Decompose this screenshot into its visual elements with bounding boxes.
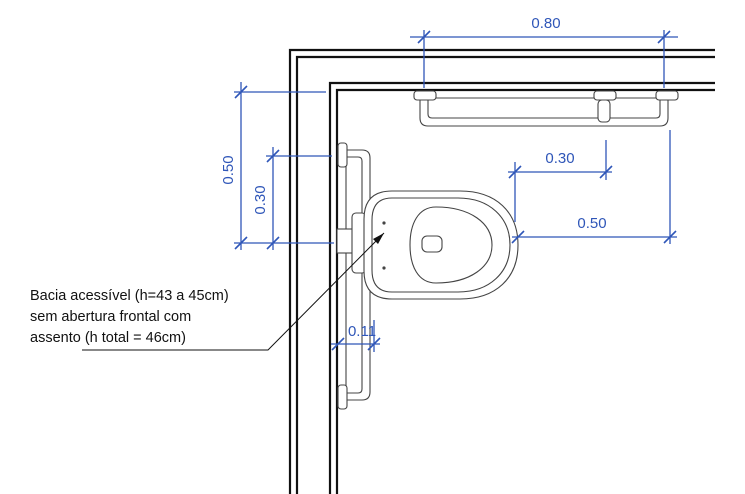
note-leader [82,232,385,351]
flush-valve [597,99,611,123]
leader-line [82,232,385,351]
toilet-bowl-outline [363,190,519,300]
top-bar-body [419,97,669,127]
top-bar-inner-line [427,98,661,119]
dim-label-050-vertical: 0.50 [220,155,237,184]
tick-011-left [331,337,345,351]
dimension-left-inner: 0.30 [252,147,332,250]
toilet-seat-line [371,197,511,293]
tick-011-right [367,337,381,351]
tick-030-top [266,149,280,163]
inner-wall-face-line [335,88,715,494]
toilet-note: Bacia acessível (h=43 a 45cm) sem abertu… [30,288,229,346]
side-bar-inner-line [346,156,363,394]
note-line-2: sem abertura frontal com [30,309,191,325]
tick-030-bottom [266,236,280,250]
note-line-3: assento (h total = 46cm) [30,330,186,346]
dimension-toilet-to-valve: 0.30 [508,140,613,222]
tick-080-left [417,30,431,44]
tick-030-h-left [508,165,522,179]
dim-label-050-horizontal: 0.50 [577,215,606,232]
leader-arrowhead [373,233,384,244]
dim-label-080: 0.80 [531,15,560,32]
tick-050-bottom [234,236,248,250]
seat-bolt-bottom [382,266,386,270]
toilet-bowl-opening [409,206,493,284]
accessible-toilet [336,190,519,300]
dimension-rail-gap: 0.11 [331,320,381,352]
seat-bolt-top [382,221,386,225]
top-bar-mount-left [413,90,437,101]
dim-label-030-horizontal: 0.30 [545,150,574,167]
dim-label-030-vertical: 0.30 [252,185,269,214]
tick-050-h-right [663,230,677,244]
toilet-drain [421,235,443,253]
tick-050-top [234,85,248,99]
dimension-toilet-front: 0.50 [511,130,677,244]
top-bar-mount-center [593,90,617,101]
walls [288,48,715,494]
note-line-1: Bacia acessível (h=43 a 45cm) [30,288,229,304]
dimension-left-outer: 0.50 [220,82,334,250]
top-bar-mount-right [655,90,679,101]
tick-080-right [657,30,671,44]
side-bar-mount-top [337,142,348,168]
inner-wall-line [328,81,715,494]
dimension-top-rail: 0.80 [410,15,678,88]
outer-wall-inner-line [295,55,715,494]
dim-label-011: 0.11 [348,323,376,340]
top-grab-bar [413,90,679,127]
tick-030-h-right [599,165,613,179]
tick-050-h-left [511,230,525,244]
side-bar-mount-bottom [337,384,348,410]
outer-wall-line [288,48,715,494]
